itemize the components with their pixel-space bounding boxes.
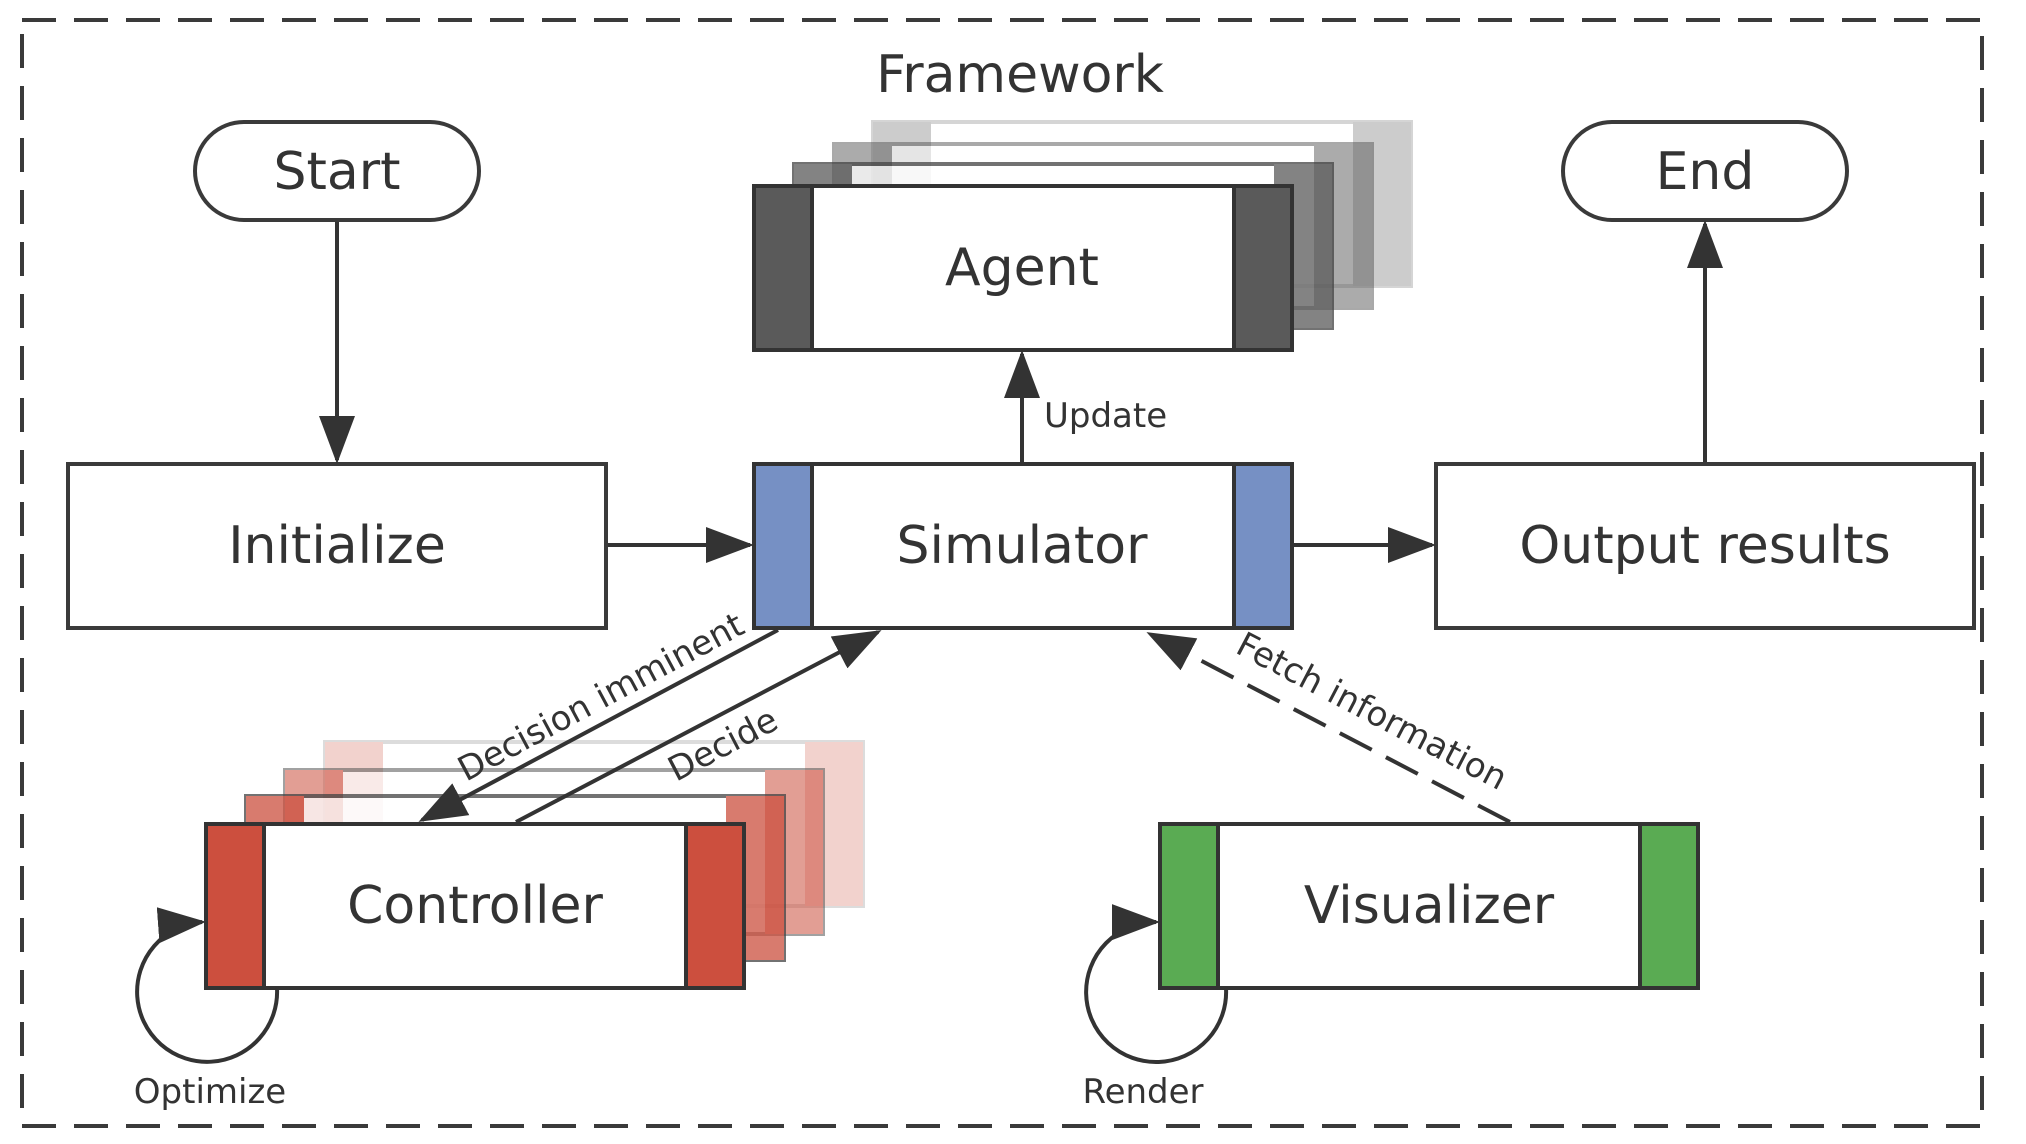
simulator-label: Simulator (897, 516, 1149, 576)
agent-node: Agent (752, 184, 1294, 352)
agent-label: Agent (945, 238, 1099, 298)
end-label: End (1656, 142, 1755, 202)
edge-decide (515, 630, 882, 824)
visualizer-node: Visualizer (1158, 822, 1700, 990)
fetch-information-label: Fetch information (1230, 625, 1514, 799)
framework-title: Framework (876, 45, 1164, 105)
edge-fetch-information (1146, 632, 1511, 824)
optimize-label: Optimize (134, 1072, 286, 1112)
output-results-node: Output results (1434, 462, 1976, 630)
initialize-label: Initialize (228, 516, 446, 576)
controller-stack: Controller (204, 740, 865, 990)
render-label: Render (1082, 1072, 1203, 1112)
render-loop-arrow (1084, 904, 1229, 1064)
initialize-node: Initialize (66, 462, 608, 630)
optimize-loop-arrow (135, 907, 280, 1064)
agent-stack: Agent (752, 120, 1413, 352)
start-label: Start (273, 142, 400, 202)
visualizer-label: Visualizer (1304, 876, 1555, 936)
end-node: End (1561, 120, 1849, 222)
start-node: Start (193, 120, 481, 222)
output-results-label: Output results (1519, 516, 1890, 576)
simulator-node: Simulator (752, 462, 1294, 630)
framework-boundary (20, 18, 1984, 1128)
edge-decision-imminent (418, 628, 779, 822)
update-label: Update (1044, 396, 1167, 436)
controller-label: Controller (347, 876, 603, 936)
controller-node: Controller (204, 822, 746, 990)
